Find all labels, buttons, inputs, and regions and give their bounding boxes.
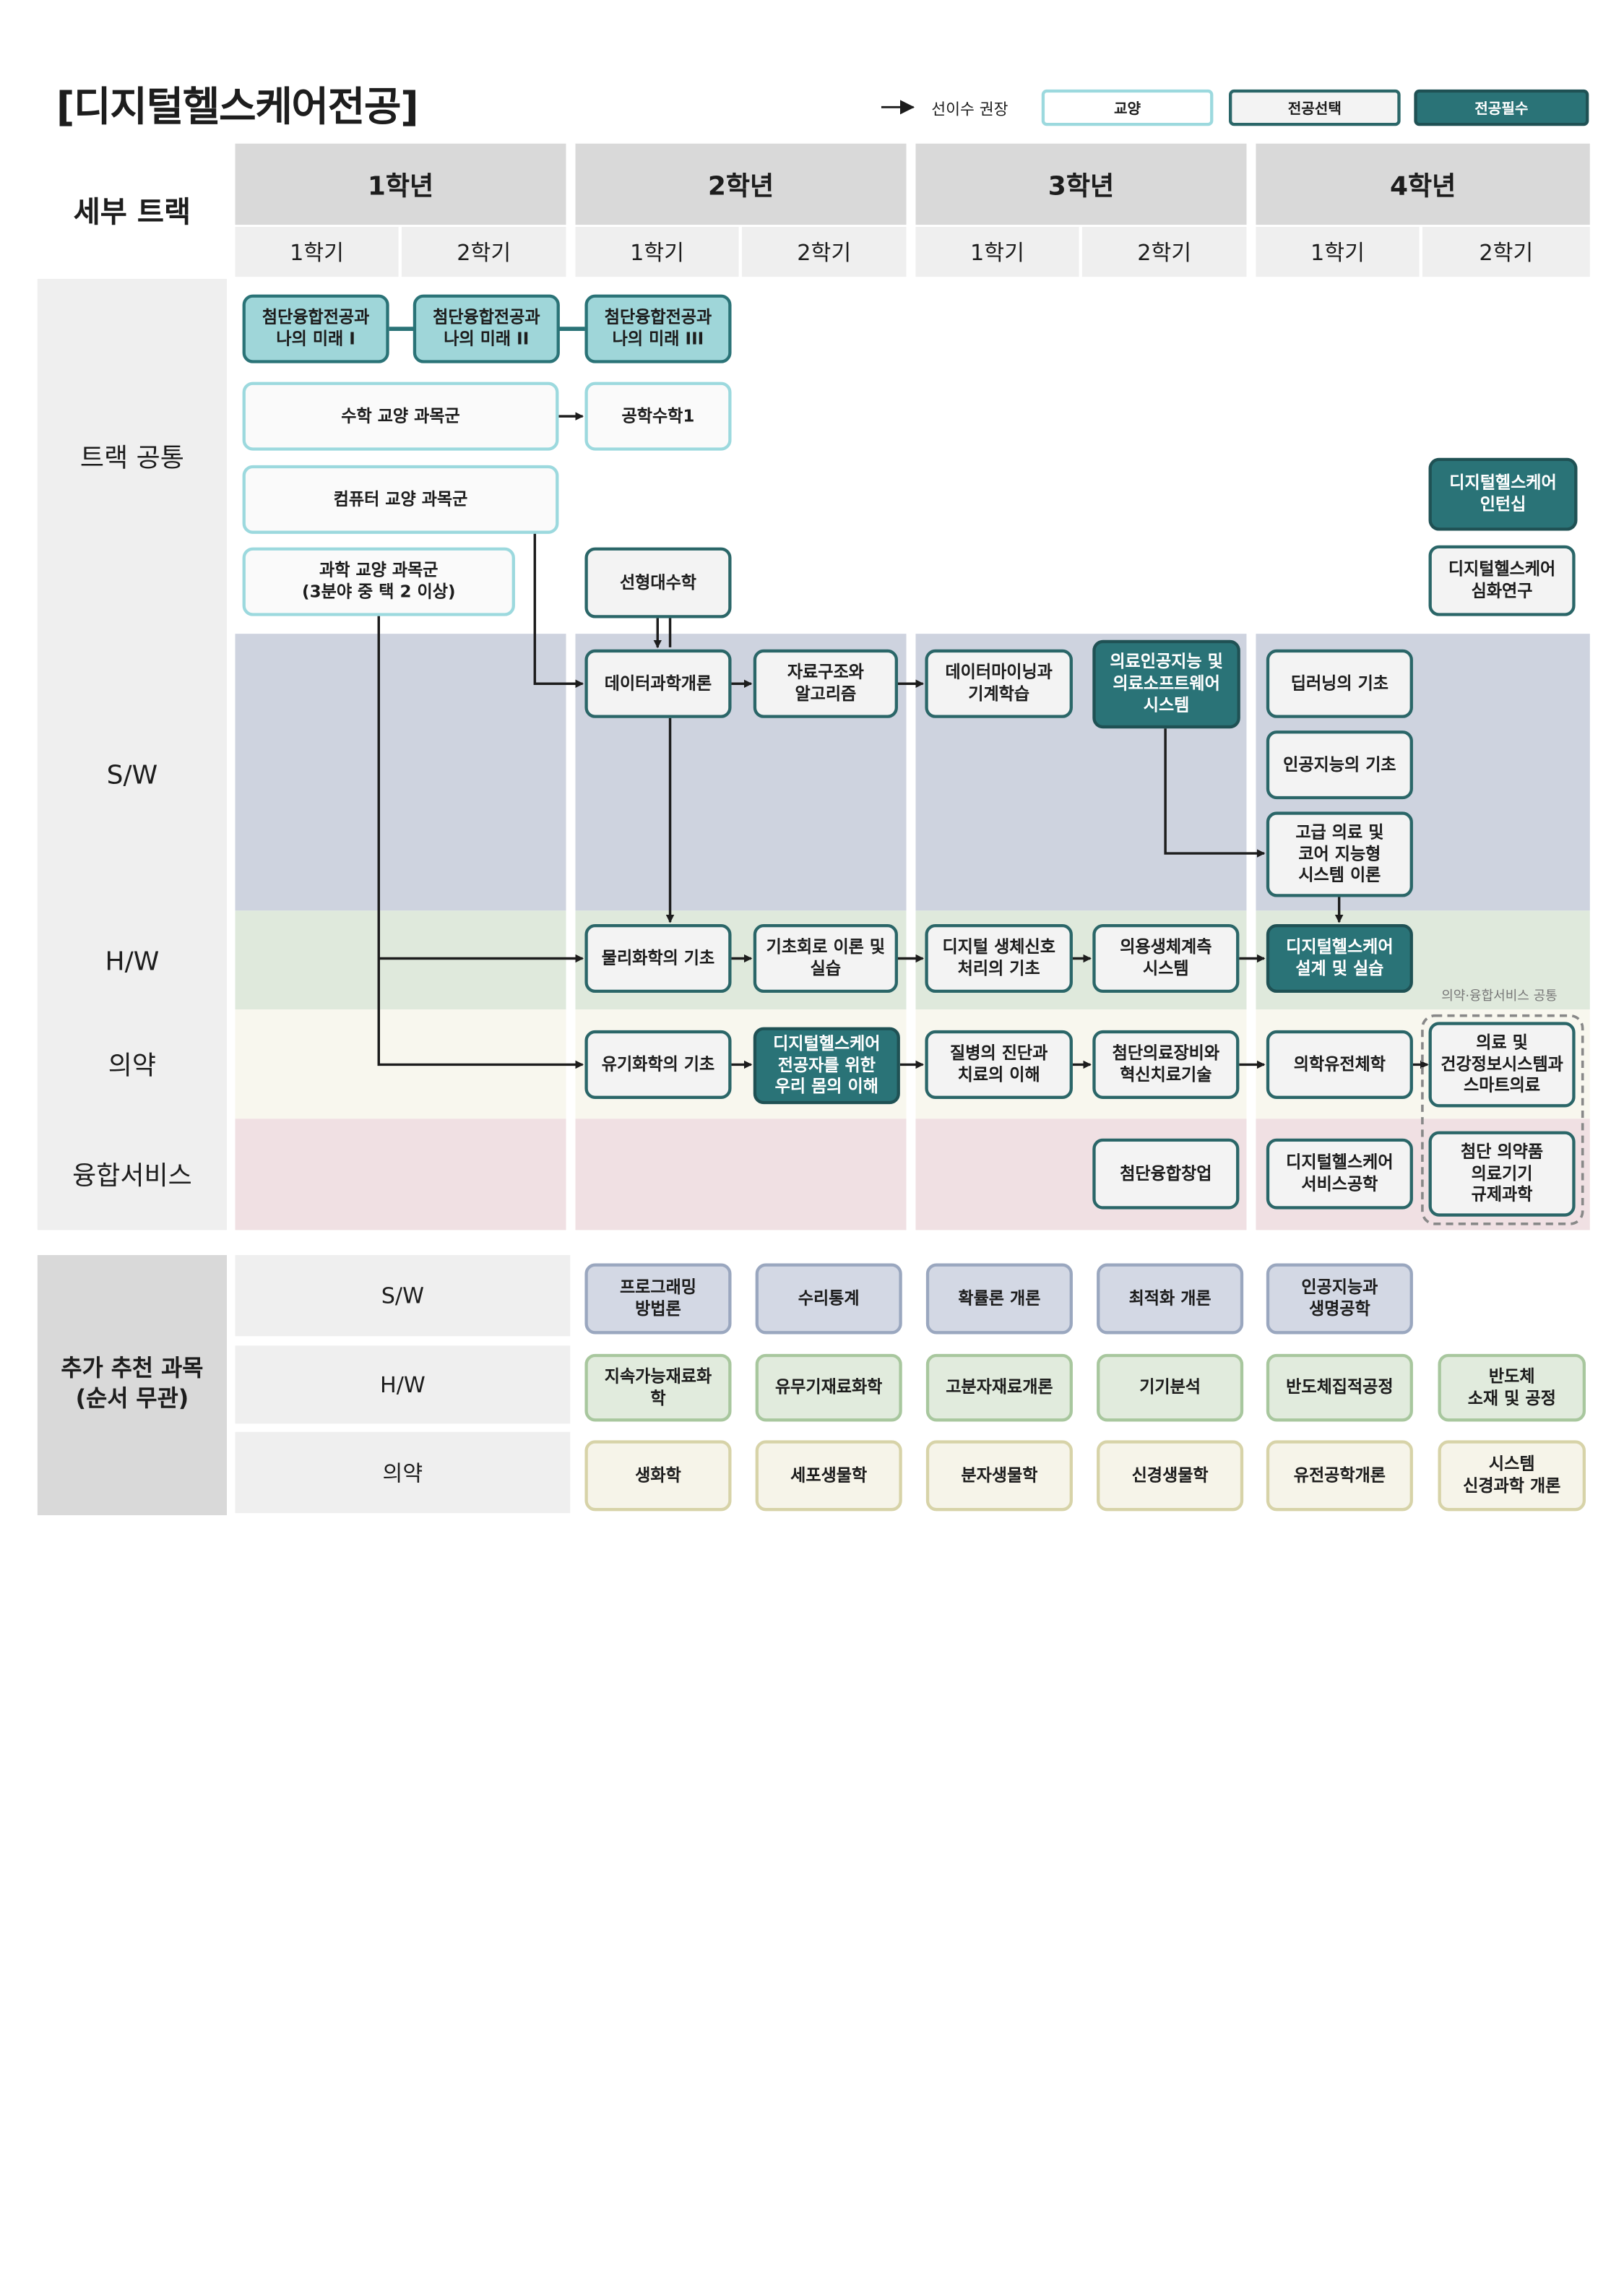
course-box: 수학 교양 과목군	[242, 382, 559, 451]
semester-header: 1학기	[915, 226, 1079, 277]
course-box: 고급 의료 및 코어 지능형 시스템 이론	[1266, 811, 1413, 897]
course-box: 첨단융합창업	[1092, 1138, 1240, 1210]
track-label-sw: S/W	[106, 759, 158, 790]
recommended-course-box: 수리통계	[755, 1263, 902, 1335]
recommended-track-label: S/W	[235, 1255, 571, 1337]
recommended-course-box: 인공지능과 생명공학	[1266, 1263, 1413, 1335]
semester-header: 2학기	[741, 226, 907, 277]
recommended-course-box: 신경생물학	[1097, 1440, 1244, 1512]
semester-header: 2학기	[1081, 226, 1247, 277]
course-box: 디지털헬스케어 심화연구	[1428, 545, 1576, 616]
band-service	[575, 1118, 907, 1230]
recommended-course-box: 유전공학개론	[1266, 1440, 1413, 1512]
semester-header: 1학기	[235, 226, 399, 277]
course-box: 디지털헬스케어 전공자를 위한 우리 몸의 이해	[753, 1027, 900, 1105]
recommended-course-box: 반도체집적공정	[1266, 1353, 1413, 1422]
course-box: 데이터과학개론	[584, 649, 732, 718]
course-box: 디지털헬스케어 서비스공학	[1266, 1138, 1413, 1210]
recommended-course-box: 기기분석	[1097, 1353, 1244, 1422]
band-hw	[235, 910, 566, 1010]
band-service	[235, 1118, 566, 1230]
course-box: 디지털 생체신호 처리의 기초	[925, 923, 1073, 993]
course-box: 의용생체계측 시스템	[1092, 923, 1240, 993]
semester-header: 1학기	[575, 226, 739, 277]
course-box: 과학 교양 과목군 (3분야 중 택 2 이상)	[242, 547, 515, 616]
recommended-course-box: 최적화 개론	[1097, 1263, 1244, 1335]
recommended-course-box: 프로그래밍 방법론	[584, 1263, 732, 1335]
recommended-course-box: 시스템 신경과학 개론	[1438, 1440, 1586, 1512]
prerequisite-connectors	[377, 327, 1584, 1225]
track-header: 세부 트랙	[73, 194, 191, 229]
recommended-course-box: 고분자재료개론	[925, 1353, 1073, 1422]
legend-arrow-label: 선이수 권장	[931, 99, 1008, 118]
page-title: [디지털헬스케어전공]	[56, 84, 419, 132]
semester-header: 2학기	[401, 226, 566, 277]
course-box: 의료 및 건강정보시스템과 스마트의료	[1428, 1022, 1576, 1108]
track-label-med: 의약	[108, 1050, 157, 1081]
track-label-service: 융합서비스	[72, 1160, 192, 1191]
semester-header: 2학기	[1422, 226, 1590, 277]
course-box: 첨단융합전공과 나의 미래 II	[413, 294, 560, 363]
recommended-course-box: 생화학	[584, 1440, 732, 1512]
legend-jeongong-pilsu: 전공필수	[1414, 89, 1589, 126]
course-box: 디지털헬스케어 인턴십	[1428, 457, 1578, 531]
track-label-column	[37, 279, 227, 1230]
track-label-common: 트랙 공통	[79, 442, 184, 473]
course-box: 컴퓨터 교양 과목군	[242, 465, 559, 534]
recommended-label: 추가 추천 과목 (순서 무관)	[61, 1356, 204, 1413]
band-sw	[235, 634, 566, 911]
course-box: 딥러닝의 기초	[1266, 649, 1413, 718]
course-box: 공학수학1	[584, 382, 732, 451]
course-box: 첨단 의약품 의료기기 규제과학	[1428, 1131, 1576, 1217]
recommended-course-box: 반도체 소재 및 공정	[1438, 1353, 1586, 1422]
semester-header: 1학기	[1256, 226, 1420, 277]
shared-note: 의약·융합서비스 공통	[1441, 987, 1558, 1003]
course-box: 인공지능의 기초	[1266, 730, 1413, 800]
course-box: 선형대수학	[584, 547, 732, 618]
year-header-2: 2학년	[575, 143, 907, 225]
course-box: 유기화학의 기초	[584, 1030, 732, 1099]
recommended-course-box: 확률론 개론	[925, 1263, 1073, 1335]
course-box: 첨단융합전공과 나의 미래 I	[242, 294, 389, 363]
course-box: 첨단융합전공과 나의 미래 III	[584, 294, 732, 363]
legend-arrow-icon	[881, 100, 915, 115]
course-box: 질병의 진단과 치료의 이해	[925, 1030, 1073, 1099]
recommended-course-box: 지속가능재료화 학	[584, 1353, 732, 1422]
course-box: 자료구조와 알고리즘	[753, 649, 898, 718]
recommended-track-label: H/W	[235, 1345, 571, 1424]
recommended-label-column	[37, 1255, 227, 1516]
course-box: 데이터마이닝과 기계학습	[925, 649, 1073, 718]
recommended-course-box: 분자생물학	[925, 1440, 1073, 1512]
course-box: 의학유전체학	[1266, 1030, 1413, 1099]
course-box: 디지털헬스케어 설계 및 실습	[1266, 923, 1413, 993]
course-box: 기초회로 이론 및 실습	[753, 923, 898, 993]
recommended-track-label: 의약	[235, 1431, 571, 1514]
track-label-hw: H/W	[105, 945, 160, 976]
course-box: 첨단의료장비와 혁신치료기술	[1092, 1030, 1240, 1099]
course-box: 의료인공지능 및 의료소프트웨어 시스템	[1092, 639, 1240, 729]
recommended-course-box: 유무기재료화학	[755, 1353, 902, 1422]
year-header-4: 4학년	[1256, 143, 1590, 225]
course-box: 물리화학의 기초	[584, 923, 732, 993]
legend-jeongong-seontaek: 전공선택	[1228, 89, 1401, 126]
legend-gyoyang: 교양	[1041, 89, 1214, 126]
year-header-3: 3학년	[915, 143, 1247, 225]
year-header-1: 1학년	[235, 143, 566, 225]
recommended-course-box: 세포생물학	[755, 1440, 902, 1512]
